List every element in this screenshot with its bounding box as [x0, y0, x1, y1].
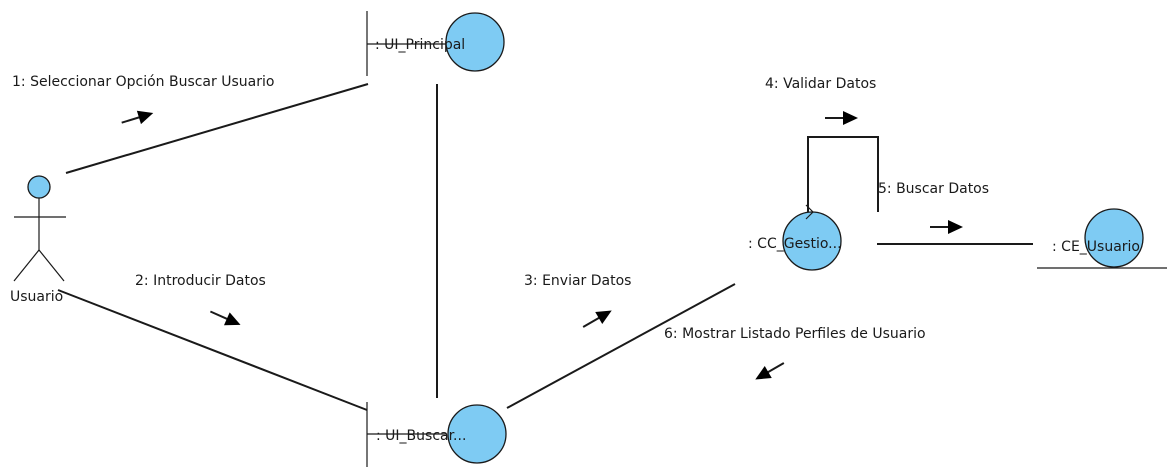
message-label-6: 6: Mostrar Listado Perfiles de Usuario: [664, 326, 926, 342]
message-arrow-3: [582, 310, 612, 328]
actor-right-leg: [38, 249, 65, 282]
object-label-ce-usuario: : CE_Usuario: [1052, 239, 1140, 255]
object-label-ui-principal: : UI_Principal: [375, 37, 465, 53]
actor-left-leg: [13, 249, 40, 282]
message-arrow-6: [755, 362, 785, 380]
message-arrow-1: [121, 110, 154, 125]
link-usuario-ui-buscar: [57, 289, 368, 411]
boundary-circle: [445, 12, 505, 72]
link-usuario-ui-principal: [65, 83, 369, 174]
object-label-ui-buscar: : UI_Buscar...: [376, 428, 466, 444]
actor-head: [27, 175, 51, 199]
entity-circle: [1084, 208, 1144, 268]
actor-label: Usuario: [10, 289, 63, 305]
message-label-5: 5: Buscar Datos: [878, 181, 989, 197]
control-circle: [782, 211, 842, 271]
message-label-1: 1: Seleccionar Opción Buscar Usuario: [12, 74, 274, 90]
message-label-3: 3: Enviar Datos: [524, 273, 631, 289]
boundary-circle: [447, 404, 507, 464]
boundary-ui-principal[interactable]: : UI_Principal: [366, 11, 505, 76]
message-label-2: 2: Introducir Datos: [135, 273, 266, 289]
message-arrow-4: [825, 111, 858, 125]
boundary-ui-buscar[interactable]: : UI_Buscar...: [366, 402, 507, 467]
link-ui-buscar-cc-gestion: [506, 283, 736, 409]
actor-usuario[interactable]: Usuario: [10, 175, 66, 305]
message-label-4: 4: Validar Datos: [765, 76, 876, 92]
self-link-cc-gestion: [807, 136, 879, 215]
message-arrow-5: [930, 220, 963, 234]
control-cc-gestion[interactable]: : CC_Gestio...: [748, 204, 842, 271]
object-label-cc-gestion: : CC_Gestio...: [748, 236, 842, 252]
message-arrow-2: [209, 310, 241, 326]
control-arrowhead: [805, 204, 814, 220]
entity-ce-usuario[interactable]: : CE_Usuario: [1037, 208, 1167, 269]
